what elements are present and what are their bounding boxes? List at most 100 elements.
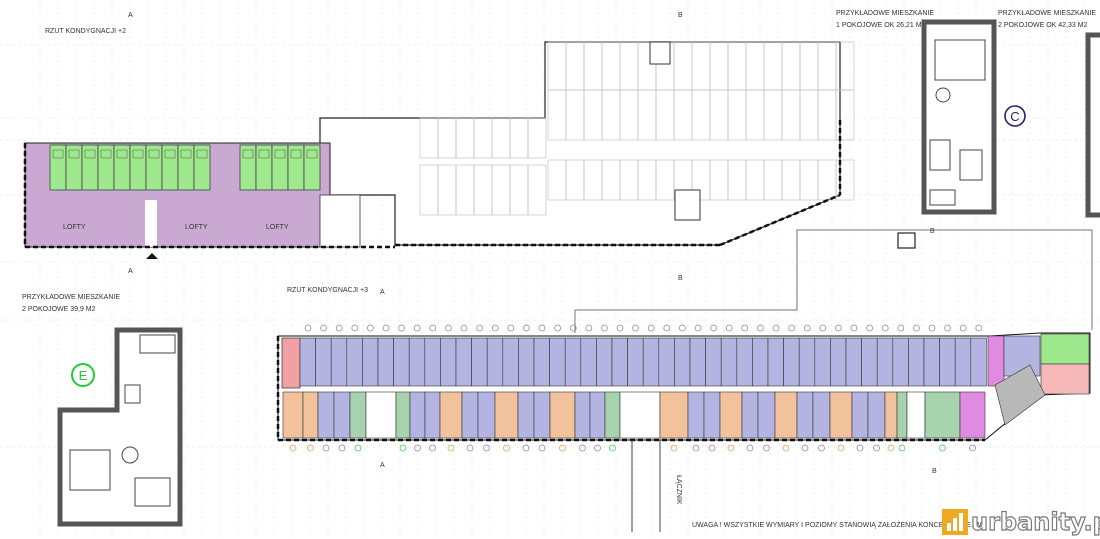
- disclaimer-note: UWAGA ! WSZYSTKIE WYMIARY I POZIOMY STAN…: [692, 520, 982, 529]
- unit-marker-icon: [491, 324, 499, 332]
- apartment-unit: [604, 391, 621, 439]
- apartment-unit: [502, 337, 519, 387]
- furniture: [306, 149, 318, 159]
- apartment-unit: [299, 337, 316, 387]
- sample-description: 2 POKOJOWE OK 42,33 M2: [998, 22, 1088, 29]
- unit-marker-icon: [569, 324, 577, 332]
- section-marker: B: [930, 228, 935, 235]
- apartment-unit: [924, 391, 961, 439]
- unit-marker-icon: [944, 324, 951, 332]
- unit-marker-icon: [335, 324, 343, 332]
- unit-marker-icon: [647, 324, 655, 332]
- unit-marker-icon: [694, 324, 702, 332]
- unit-marker-icon: [354, 444, 362, 452]
- unit-marker-icon: [866, 324, 873, 332]
- unit-type-e-badge-icon: [71, 363, 95, 387]
- unit-marker-icon: [616, 324, 624, 332]
- unit-marker-icon: [320, 324, 328, 332]
- studio-unit: [287, 144, 305, 191]
- stair-core: [365, 391, 397, 439]
- parking-outline: [319, 41, 841, 246]
- apartment-unit: [611, 337, 628, 387]
- apartment-unit: [533, 337, 550, 387]
- furniture: [196, 149, 208, 159]
- unit-marker-icon: [601, 324, 608, 332]
- apartment-unit: [333, 391, 351, 439]
- apartment-unit: [349, 391, 367, 439]
- apartment-unit: [845, 337, 862, 387]
- unit-marker-icon: [856, 444, 864, 452]
- unit-marker-icon: [538, 444, 546, 452]
- apartment-unit: [741, 391, 759, 439]
- parking-stall: [835, 89, 855, 141]
- apartment-unit: [970, 337, 987, 387]
- apartment-unit: [798, 337, 816, 387]
- loft-corridor: [145, 200, 157, 247]
- apartment-unit: [752, 337, 769, 387]
- sample-apartment-e: PRZYKŁADOWE MIESZKANIE 2 POKOJOWE 39,9 M…: [22, 294, 183, 527]
- apartment-unit: [440, 337, 457, 387]
- unit-marker-icon: [304, 324, 312, 332]
- furniture: [84, 149, 96, 159]
- studio-unit: [177, 144, 195, 191]
- apartment-unit: [736, 337, 753, 387]
- apartment-unit: [774, 391, 798, 439]
- stair-core: [994, 364, 1046, 426]
- level-2-plan: RZUT KONDYGNACJI +2 LOFTY LOFTY LOFTY A …: [23, 12, 855, 282]
- level-3-title: RZUT KONDYGNACJI +3: [287, 287, 368, 294]
- unit-marker-icon: [289, 444, 297, 452]
- apartment-unit: [705, 337, 722, 387]
- apartment-unit: [829, 391, 853, 439]
- unit-marker-icon: [522, 444, 530, 452]
- furniture: [68, 149, 80, 159]
- unit-marker-icon: [559, 444, 566, 452]
- unit-marker-icon: [837, 444, 845, 452]
- apartment-unit: [486, 337, 504, 387]
- sample-apartment-c: PRZYKŁADOWE MIESZKANIE 1 POKOJOWE OK 26,…: [836, 10, 1100, 218]
- apartment-unit: [830, 337, 847, 387]
- unit-marker-icon: [818, 444, 825, 452]
- unit-marker-icon: [670, 444, 678, 452]
- unit-type-badge: C: [1010, 109, 1019, 124]
- apartment-unit: [589, 391, 606, 439]
- unit-marker-icon: [708, 444, 716, 452]
- apartment-unit: [687, 391, 705, 439]
- studio-unit: [161, 144, 179, 191]
- urbanity-logo-icon: [942, 509, 968, 535]
- apartment-unit: [923, 337, 940, 387]
- unit-marker-icon: [429, 444, 436, 452]
- apartment-unit: [393, 337, 410, 387]
- unit-marker-icon: [887, 444, 895, 452]
- loft-label: LOFTY: [63, 224, 86, 231]
- loft-label: LOFTY: [185, 224, 208, 231]
- entrance-arrow-icon: [146, 253, 158, 259]
- apartment-unit: [851, 391, 869, 439]
- apartment-unit: [439, 391, 463, 439]
- apartment-unit: [867, 391, 886, 439]
- watermark: urbanity.pl: [942, 507, 1100, 537]
- unit-marker-icon: [803, 324, 811, 332]
- section-marker: A: [380, 289, 385, 296]
- apartment-unit: [461, 391, 479, 439]
- apartment-unit: [896, 391, 908, 439]
- studio-unit: [303, 144, 321, 191]
- furniture: [52, 149, 64, 159]
- unit-type-c-badge-icon: [1004, 105, 1026, 127]
- unit-marker-icon: [897, 324, 905, 332]
- unit-marker-icon: [447, 444, 455, 452]
- apartment-unit: [1040, 333, 1090, 365]
- unit-marker-icon: [594, 444, 601, 452]
- furniture: [258, 149, 270, 159]
- apartment-unit: [719, 391, 743, 439]
- studio-unit: [97, 144, 115, 191]
- unit-marker-icon: [507, 324, 515, 332]
- studio-unit: [81, 144, 99, 191]
- unit-marker-icon: [483, 444, 490, 452]
- studio-unit: [49, 144, 67, 191]
- studio-unit: [255, 144, 273, 191]
- unit-marker-icon: [444, 324, 452, 332]
- furniture: [180, 149, 192, 159]
- furniture: [164, 149, 176, 159]
- unit-marker-icon: [725, 324, 733, 332]
